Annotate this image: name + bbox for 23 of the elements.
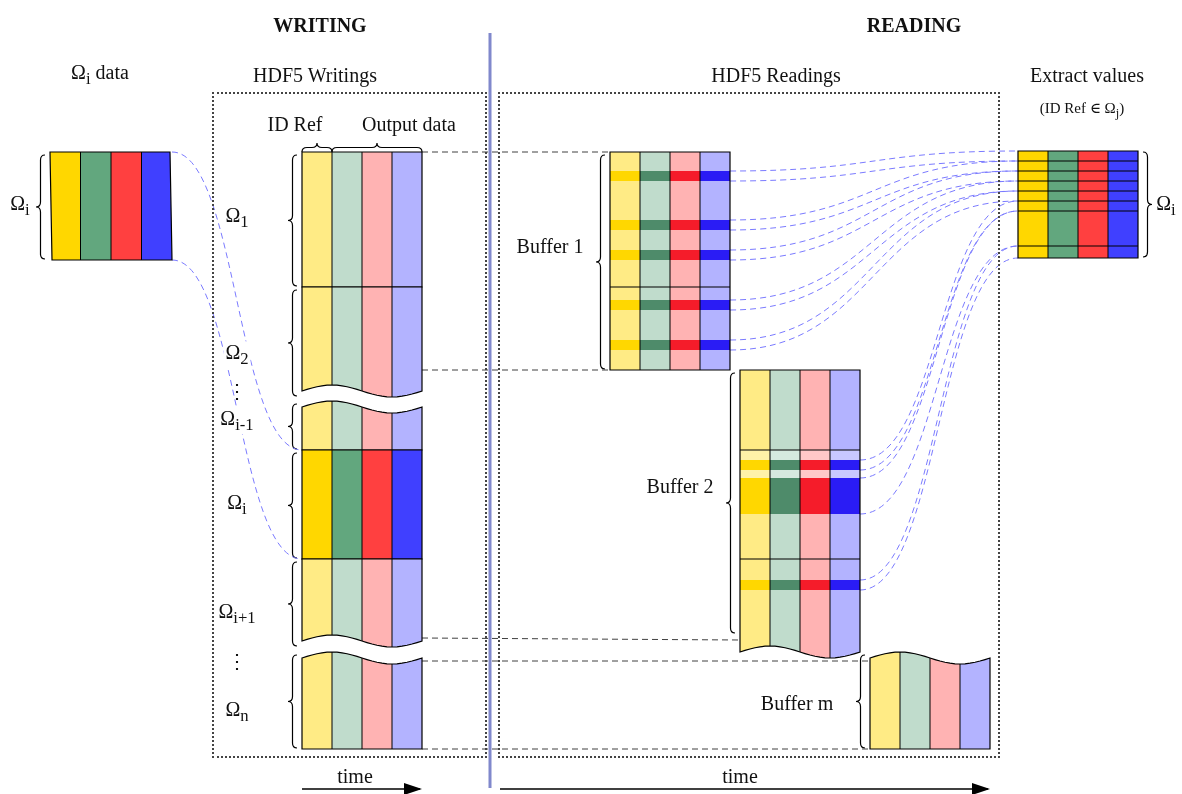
axis-label: time — [722, 765, 758, 787]
section-title: WRITING — [273, 14, 367, 36]
column-label: Output data — [362, 113, 456, 135]
ellipsis-dots: ⋮ — [227, 650, 247, 672]
dashed-line — [421, 748, 871, 750]
dashed-line — [421, 369, 611, 371]
block-title: Extract values — [1030, 64, 1144, 86]
block-label: Ω$_{i-1}$ — [218, 407, 256, 435]
dashed-line — [421, 637, 741, 641]
block-label: Ω$_{2}$ — [223, 341, 251, 369]
dashed-line — [729, 160, 1019, 221]
section-title: READING — [866, 14, 962, 36]
block-title: Ω$_{i}$ data — [71, 61, 129, 89]
ellipsis-dots: ⋮ — [227, 380, 247, 402]
dashed-line — [421, 660, 871, 662]
column-label: ID Ref — [267, 113, 323, 135]
panel-title: HDF5 Readings — [711, 64, 841, 86]
dashed-line — [729, 180, 1019, 261]
dashed-line — [729, 170, 1019, 251]
block-subtitle: (ID Ref ∈ Ω$_{j}$) — [1039, 99, 1125, 121]
dashed-line — [421, 151, 611, 153]
axis-label: time — [337, 765, 373, 787]
panel-title: HDF5 Writings — [253, 64, 377, 86]
